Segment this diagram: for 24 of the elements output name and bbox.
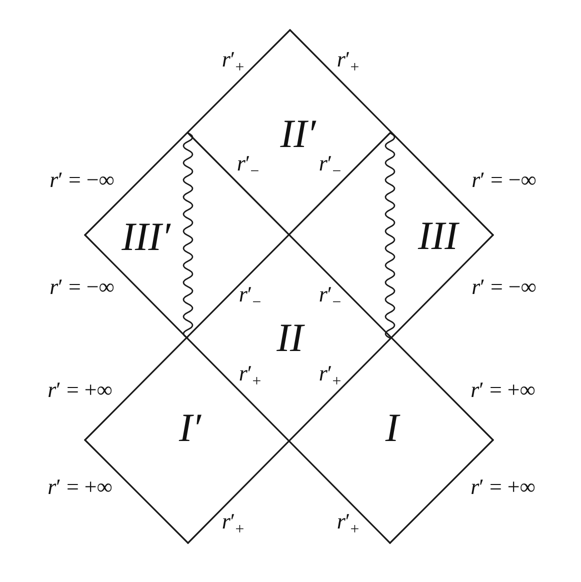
boundary-label: r′$_{+}$ [336, 48, 360, 76]
region-label: III [418, 216, 458, 256]
boundary-label: r′ = +∞ [48, 474, 112, 500]
region-label: II′ [280, 114, 316, 154]
boundary-label: r′ = −∞ [472, 274, 536, 300]
region-label: I [385, 408, 399, 448]
boundary-label: r′ = −∞ [50, 274, 114, 300]
boundary-label: r′$_{+}$ [336, 510, 360, 538]
boundary-label: r′ = +∞ [470, 474, 536, 500]
boundary-label: r′ = +∞ [470, 378, 536, 402]
boundary-label: r′ = −∞ [50, 168, 114, 192]
boundary-label: r′$_{+}$ [238, 362, 262, 390]
boundary-label: r′$_{−}$ [318, 282, 342, 312]
boundary-label: r′ = −∞ [472, 168, 536, 192]
region-label: I′ [178, 408, 202, 448]
boundary-label: r′$_{−}$ [238, 282, 262, 312]
boundary-label: r′$_{−}$ [236, 152, 260, 180]
boundary-label: r′$_{+}$ [222, 510, 244, 538]
region-label: II [276, 318, 304, 358]
boundary-label: r′$_{+}$ [222, 48, 244, 76]
boundary-label: r′ = +∞ [48, 378, 112, 402]
boundary-label: r′$_{−}$ [318, 152, 342, 180]
boundary-label: r′$_{+}$ [318, 362, 342, 390]
region-label: III′ [122, 217, 170, 257]
